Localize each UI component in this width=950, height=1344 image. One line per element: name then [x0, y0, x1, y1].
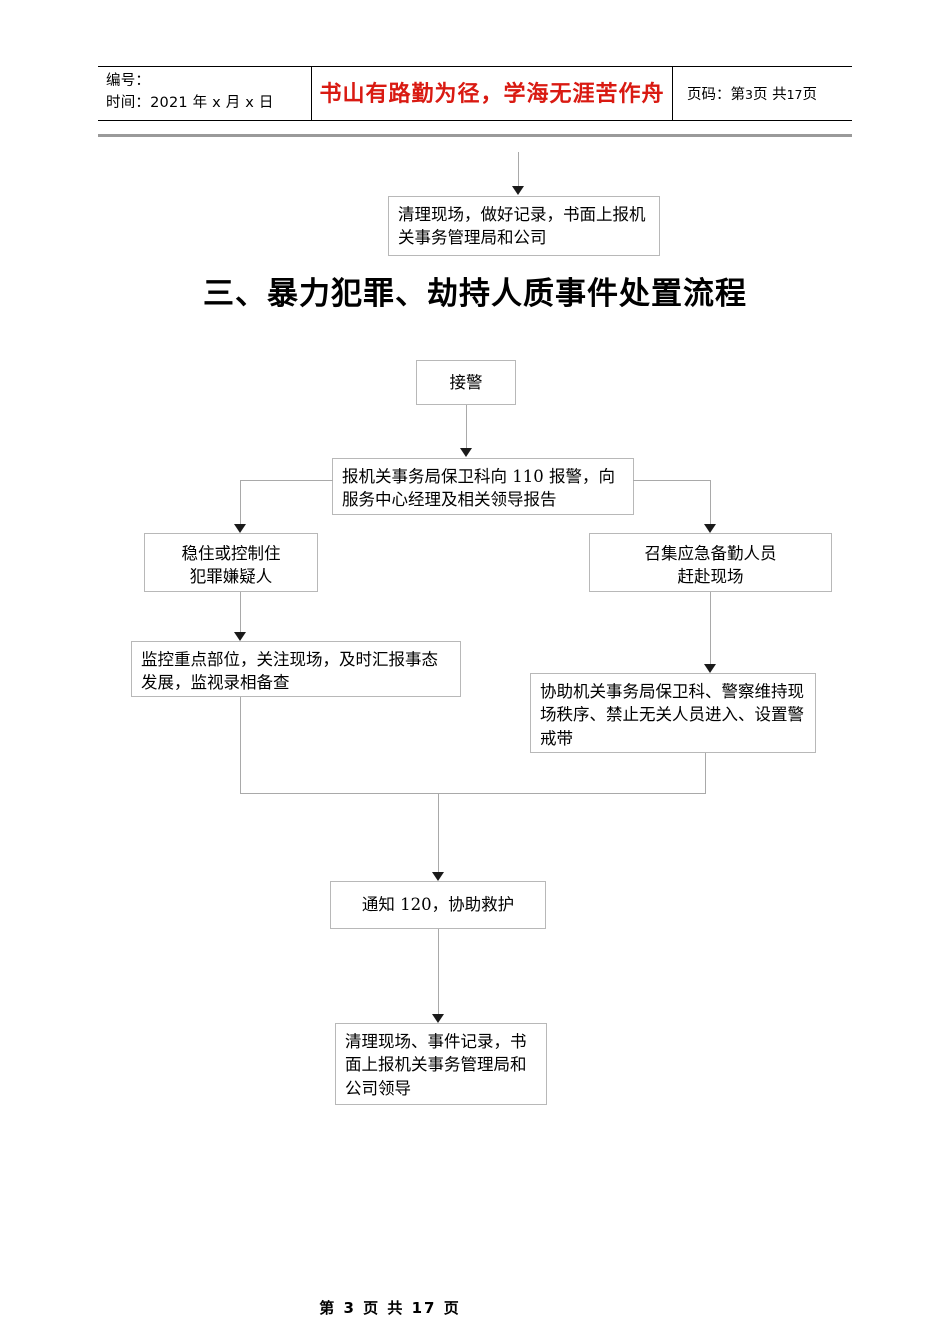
header-divider-rule: [98, 134, 852, 137]
connector-receive-to-report: [466, 405, 467, 449]
header-row: 编号： 时间：2021 年 x 月 x 日 书山有路勤为径，学海无涯苦作舟 页码…: [98, 66, 852, 121]
arrowhead-into-assist-police: [703, 664, 716, 673]
arrowhead-into-final-report: [431, 1014, 444, 1023]
flow-node-text: 通知 120，协助救护: [361, 895, 515, 914]
connector-right-branch-drop: [710, 480, 711, 527]
arrowhead-into-control-suspect: [233, 524, 246, 533]
flow-node-monitor-site: 监控重点部位，关注现场，及时汇报事态发展，监视录相备查: [131, 641, 461, 697]
connector-merge-bar: [240, 793, 706, 794]
connector-left-branch-drop: [240, 480, 241, 527]
header-cell-pagination: 页码：第3页 共17页: [672, 66, 852, 121]
flow-node-text: 报机关事务局保卫科向 110 报警，向服务中心经理及相关领导报告: [342, 467, 615, 510]
flow-node-text-line-2: 犯罪嫌疑人: [189, 567, 273, 587]
document-header-table: 编号： 时间：2021 年 x 月 x 日 书山有路勤为径，学海无涯苦作舟 页码…: [98, 66, 852, 121]
flow-node-control-suspect: 稳住或控制住 犯罪嫌疑人: [144, 533, 318, 592]
arrowhead-into-carryover-box: [511, 186, 524, 195]
flow-node-carryover-cleanup: 清理现场，做好记录，书面上报机关事务管理局和公司: [388, 196, 660, 256]
page-total: 17: [786, 86, 803, 102]
flow-node-receive-alarm: 接警: [416, 360, 516, 405]
flow-node-report-110: 报机关事务局保卫科向 110 报警，向服务中心经理及相关领导报告: [332, 458, 634, 515]
connector-merge-to-notify-120: [438, 793, 439, 876]
doc-date-value: 2021 年 x 月 x 日: [150, 95, 274, 112]
doc-number-label: 编号：: [106, 73, 151, 89]
connector-assist-drop-to-merge: [705, 753, 706, 794]
page-label: 页码：第: [687, 86, 745, 103]
flow-node-text-line-2: 赶赴现场: [677, 567, 744, 587]
arrowhead-into-monitor-site: [233, 632, 246, 641]
connector-report-to-left-branch: [240, 480, 333, 481]
arrowhead-into-report-110: [459, 448, 472, 457]
page-unit-1: 页: [752, 86, 768, 103]
page-total-label: 共: [772, 86, 787, 103]
header-cell-docinfo: 编号： 时间：2021 年 x 月 x 日: [98, 66, 312, 121]
flow-node-text: 清理现场、事件记录，书面上报机关事务管理局和公司领导: [345, 1032, 527, 1098]
page-title: 三、暴力犯罪、劫持人质事件处置流程: [203, 276, 747, 312]
page-current: 3: [745, 86, 753, 102]
connector-notify-to-final: [438, 929, 439, 1018]
flow-node-notify-120: 通知 120，协助救护: [330, 881, 546, 929]
flow-node-final-report: 清理现场、事件记录，书面上报机关事务管理局和公司领导: [335, 1023, 547, 1105]
connector-muster-to-assist: [710, 592, 711, 670]
flow-node-text: 接警: [449, 373, 483, 392]
page-footer: 第 3 页 共 17 页: [319, 1299, 461, 1317]
page-unit-2: 页: [802, 86, 817, 103]
connector-monitor-drop-to-merge: [240, 697, 241, 794]
flow-node-text-line-1: 召集应急备勤人员: [644, 544, 777, 563]
arrowhead-into-muster-standby: [703, 524, 716, 533]
flow-node-text-line-1: 稳住或控制住: [181, 544, 281, 563]
flow-node-text: 清理现场，做好记录，书面上报机关事务管理局和公司: [398, 205, 646, 248]
header-cell-motto: 书山有路勤为径，学海无涯苦作舟: [311, 66, 673, 121]
flow-node-assist-police: 协助机关事务局保卫科、警察维持现场秩序、禁止无关人员进入、设置警戒带: [530, 673, 816, 753]
motto-text: 书山有路勤为径，学海无涯苦作舟: [319, 81, 665, 108]
flow-node-text: 监控重点部位，关注现场，及时汇报事态发展，监视录相备查: [141, 650, 438, 693]
connector-control-to-monitor: [240, 592, 241, 636]
connector-report-to-right-branch: [633, 480, 711, 481]
arrowhead-into-notify-120: [431, 872, 444, 881]
doc-date-line: 时间：2021 年 x 月 x 日: [106, 92, 311, 114]
connector-into-carryover-box: [518, 152, 519, 189]
flow-node-muster-standby: 召集应急备勤人员 赶赴现场: [589, 533, 832, 592]
doc-date-label: 时间：: [106, 95, 151, 112]
flow-node-text: 协助机关事务局保卫科、警察维持现场秩序、禁止无关人员进入、设置警戒带: [540, 682, 804, 748]
